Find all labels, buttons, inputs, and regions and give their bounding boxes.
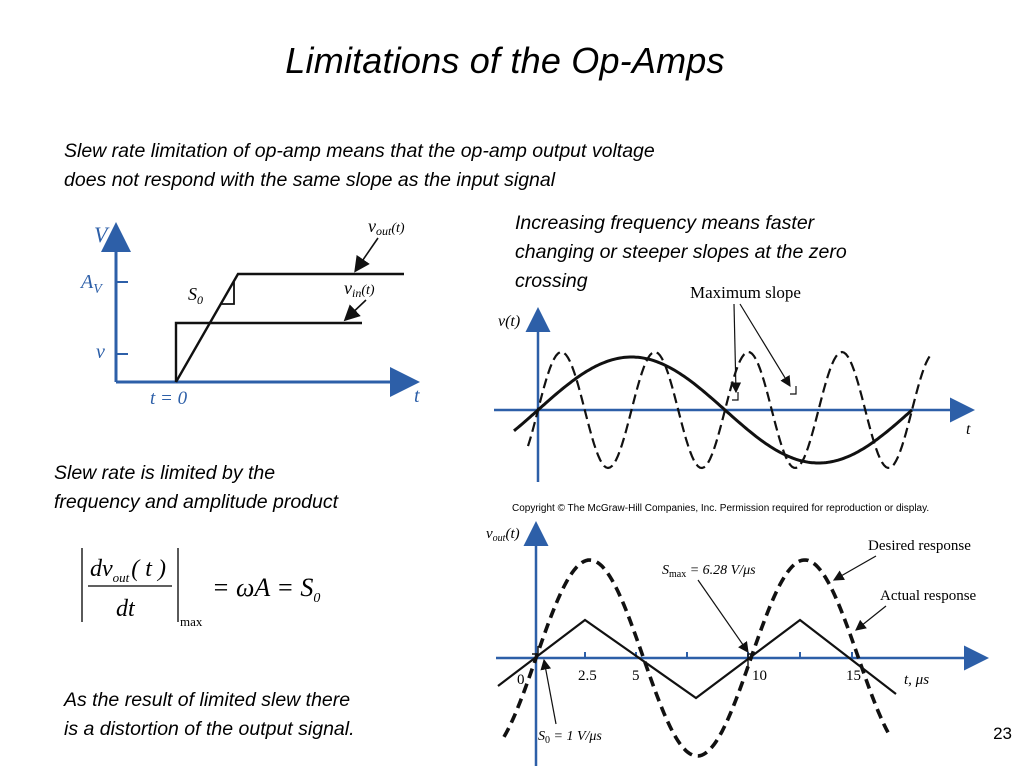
fig3-desired-leader [832, 555, 877, 581]
fig3-y-arg: (t) [505, 526, 519, 542]
formula-rhs: = ωA = S [212, 573, 313, 602]
fig1-s0-triangle [221, 282, 235, 305]
svg-text:vout(t): vout(t) [486, 526, 520, 544]
fig2-slow-sine [513, 355, 914, 465]
formula-max: max [180, 614, 203, 629]
result-line-1: As the result of limited slew there [64, 689, 351, 711]
limit-text: Slew rate is limited by the frequency an… [54, 459, 474, 517]
fig1-vout-leader [354, 237, 379, 273]
fig3-y-sub: out [493, 533, 506, 544]
svg-text:Smax = 6.28 V/μs: Smax = 6.28 V/μs [662, 563, 756, 580]
fig2-y-label: v(t) [498, 313, 520, 330]
figure-step-response: V t AV v t = 0 S0 vout(t) vin(t) [79, 216, 420, 409]
fig3-s0-mark [532, 646, 539, 655]
fig1-t0: t = 0 [150, 388, 188, 409]
fig1-vin-curve [174, 321, 362, 382]
slew-rate-formula: dvout( t ) dt max = ωA = S0 [81, 548, 320, 629]
page-number: 23 [993, 724, 1012, 743]
svg-text:vin(t): vin(t) [344, 278, 375, 300]
fig1-x-label: t [414, 385, 420, 407]
formula-den: dt [116, 596, 136, 622]
fig1-s0-sub: 0 [197, 293, 203, 307]
fig3-tick-label-0: 0 [517, 672, 525, 688]
fig3-y-label: v [486, 526, 493, 542]
copyright-text: Copyright © The McGraw-Hill Companies, I… [512, 503, 930, 514]
fig2-slope-mark-2 [790, 386, 797, 395]
fig1-vin-sub: in [352, 286, 361, 300]
fig1-vin-arg: (t) [361, 283, 375, 298]
fig1-vout: v [368, 216, 376, 236]
fig1-vin: v [344, 278, 352, 298]
fig2-annotation: Maximum slope [690, 283, 801, 302]
slide-title: Limitations of the Op-Amps [285, 40, 725, 81]
fig1-vout-curve [174, 272, 404, 383]
fig3-smax: S [662, 563, 669, 578]
svg-text:= ωA = S0: = ωA = S0 [212, 573, 320, 606]
fig1-vout-arg: (t) [391, 221, 405, 236]
fig3-s0-sub: 0 [545, 735, 550, 746]
intro-text: Slew rate limitation of op-amp means tha… [64, 137, 884, 195]
intro-line-2: does not respond with the same slope as … [64, 169, 556, 191]
formula-arg: ( t ) [131, 556, 166, 582]
fig2-x-label: t [966, 421, 971, 438]
fig2-leader-2 [739, 303, 791, 388]
fig3-desired-label: Desired response [868, 538, 971, 554]
fig3-tick-label-2-5: 2.5 [578, 668, 597, 684]
fig3-s0: S [538, 729, 545, 744]
fig1-v: v [96, 341, 105, 363]
intro-line-1: Slew rate limitation of op-amp means tha… [64, 140, 655, 162]
limit-line-2: frequency and amplitude product [54, 491, 339, 513]
result-text: As the result of limited slew there is a… [64, 686, 484, 744]
fig3-x-label: t, μs [904, 672, 929, 688]
result-line-2: is a distortion of the output signal. [64, 718, 355, 740]
fig1-vout-sub: out [376, 224, 392, 238]
fig1-av: A [79, 271, 94, 293]
svg-text:vout(t): vout(t) [368, 216, 405, 238]
freq-line-1: Increasing frequency means faster [515, 212, 815, 234]
svg-text:AV: AV [79, 271, 103, 297]
fig3-s0-leader [540, 658, 557, 725]
fig2-slope-mark-1 [732, 392, 739, 401]
fig3-tick-label-10: 10 [752, 668, 767, 684]
fig3-actual-curve [497, 618, 897, 700]
fig3-s0-val: = 1 V/μs [550, 729, 602, 744]
freq-line-3: crossing [515, 270, 588, 292]
formula-rhs-sub: 0 [313, 591, 320, 606]
svg-text:dvout( t ): dvout( t ) [90, 556, 166, 585]
fig3-smax-val: = 6.28 V/μs [686, 563, 756, 578]
figure-slew-distortion: vout(t) t, μs 0 2.5 5 10 15 Desired resp… [486, 521, 989, 766]
fig2-fast-sine [526, 350, 933, 470]
frequency-text: Increasing frequency means faster changi… [515, 209, 995, 296]
limit-line-1: Slew rate is limited by the [54, 462, 276, 484]
figure-frequency-slopes: v(t) t Maximum slope [494, 283, 975, 482]
freq-line-2: changing or steeper slopes at the zero [515, 241, 847, 263]
fig1-av-sub: V [93, 282, 103, 297]
formula-sub: out [113, 570, 130, 585]
formula-d: dv [90, 556, 113, 582]
fig1-s0: S [188, 284, 197, 304]
fig3-smax-mark [747, 653, 754, 668]
fig3-tick-label-15: 15 [846, 668, 861, 684]
fig1-y-label: V [94, 222, 110, 247]
fig3-smax-sub: max [669, 569, 686, 580]
fig3-actual-label: Actual response [880, 588, 977, 604]
fig1-vin-leader [343, 299, 367, 322]
svg-text:S0 = 1 V/μs: S0 = 1 V/μs [538, 729, 602, 746]
svg-text:S0: S0 [188, 284, 203, 307]
fig3-actual-leader [855, 605, 887, 631]
fig2-leader-1 [730, 303, 742, 394]
fig3-smax-leader [697, 579, 749, 653]
fig3-tick-label-5: 5 [632, 668, 640, 684]
